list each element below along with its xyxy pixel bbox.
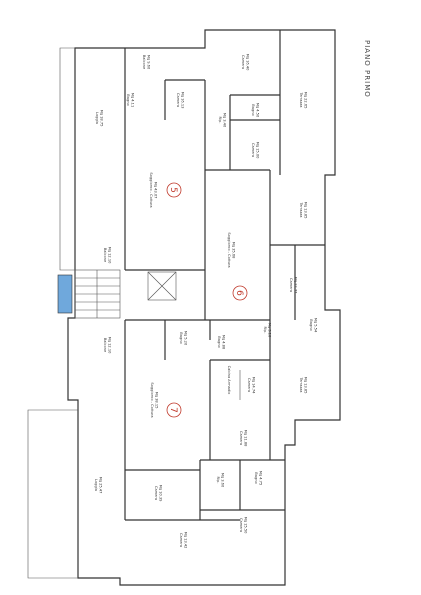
room-label-terrazza-b: TerrazzaMq 13.85 (299, 202, 308, 219)
room-label-camera-a: CameraMq 16.40 (241, 54, 250, 72)
window-blue (57, 274, 73, 314)
room-label-rip-b: Rip.Mq 3.10 (263, 323, 272, 338)
unit-5-marker: 5 (166, 182, 182, 198)
unit-6-marker: 6 (232, 285, 248, 301)
interior-walls (124, 30, 325, 521)
room-label-camera-d: CameraMq 12.77 (289, 277, 298, 294)
room-label-balcone-low: BalconeMq 12.10 (103, 337, 112, 355)
room-label-balcone-top: BalconeMq 9.60 (142, 55, 151, 70)
room-label-camera-i: CameraMq 15.50 (239, 517, 248, 535)
room-label-loggia-low: LoggiaMq 25.47 (94, 477, 103, 494)
svg-text:5: 5 (168, 187, 178, 193)
room-label-bagno-b: BagnoMq 4.50 (251, 103, 260, 118)
room-label-camera-b: CameraMq 16.13 (176, 92, 185, 109)
svg-text:7: 7 (168, 407, 178, 413)
room-label-bagno-e: BagnoMq 4.88 (217, 335, 226, 350)
room-label-balcone-mid: BalconeMq 12.10 (103, 247, 112, 265)
unit-7-marker: 7 (166, 402, 182, 418)
room-label-bagno-a: BagnoMq 4.11 (126, 93, 135, 108)
loggia-low-outline (27, 409, 78, 579)
lift-shaft (147, 271, 177, 301)
room-label-sogg6: Soggiorno - CotturaMq 35.68 (227, 232, 236, 267)
room-label-loggia-top: LoggiaMq 18.75 (95, 110, 104, 127)
svg-text:6: 6 (234, 290, 244, 296)
room-label-bagno-d: BagnoMq 5.20 (179, 331, 188, 346)
room-label-rip-a: Rip.Mq 3.40 (218, 113, 227, 128)
room-label-camera-f: CameraMq 11.88 (239, 430, 248, 448)
room-label-camera-g: CameraMq 10.39 (154, 485, 163, 503)
room-label-bagno-f: BagnoMq 4.75 (254, 471, 263, 486)
room-label-camera-c: CameraMq 15.00 (251, 142, 260, 160)
room-label-camera-h: CameraMq 13.42 (179, 532, 188, 549)
room-label-bagno-c: BagnoMq 5.54 (309, 318, 318, 333)
room-label-sogg5: Soggiorno - CotturaMq 43.07 (149, 172, 158, 207)
loggia-top-outline (59, 47, 75, 271)
room-label-terrazza-a: TerrazzaMq 22.65 (299, 92, 308, 109)
room-label-camera-e: CameraMq 14.74 (247, 377, 256, 395)
room-label-sogg7: Soggiorno - CotturaMq 38.15 (150, 382, 159, 417)
floor-heading: PIANO PRIMO (363, 40, 371, 98)
stair-treads (75, 270, 120, 318)
room-label-terrazza-c: TerrazzaMq 13.85 (299, 377, 308, 394)
room-label-cabina: Cabina Armadio (227, 366, 231, 395)
exterior-wall (67, 29, 341, 586)
room-label-rip-c: Rip.Mq 3.60 (216, 473, 225, 488)
